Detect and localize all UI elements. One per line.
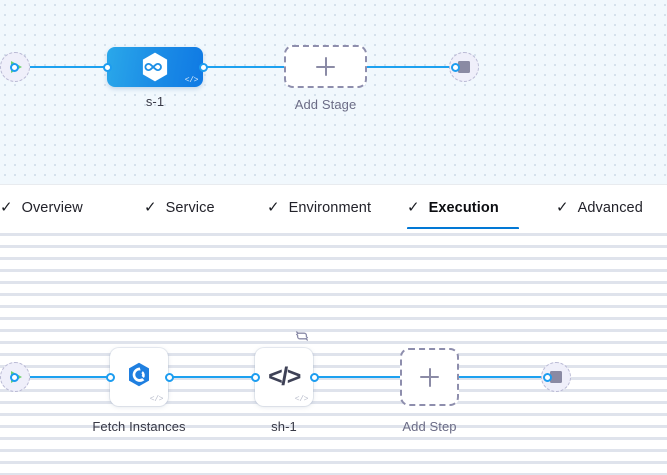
code-icon: </> bbox=[149, 395, 164, 404]
edge-addstage-to-end bbox=[366, 66, 456, 68]
code-icon: </> bbox=[184, 76, 199, 85]
tab-overview[interactable]: ✓ Overview bbox=[0, 185, 84, 230]
fetch-instances-out-port[interactable] bbox=[165, 373, 174, 382]
tab-advanced-label: Advanced bbox=[577, 199, 643, 216]
add-step-button[interactable] bbox=[400, 348, 459, 406]
tab-service[interactable]: ✓ Service bbox=[144, 185, 218, 230]
add-stage-label: Add Stage bbox=[294, 97, 357, 112]
stage-node-label: s-1 bbox=[145, 94, 165, 109]
tab-environment[interactable]: ✓ Environment bbox=[267, 185, 375, 230]
harness-hexagon-icon bbox=[142, 52, 169, 82]
stage-s-1-in-port[interactable] bbox=[103, 63, 112, 72]
execution-step-canvas[interactable]: </> Fetch Instances </> </> sh-1 Add bbox=[0, 229, 667, 475]
check-icon: ✓ bbox=[0, 199, 13, 216]
step-end-port[interactable] bbox=[543, 373, 552, 382]
tab-advanced[interactable]: ✓ Advanced bbox=[556, 185, 656, 230]
step-start-port[interactable] bbox=[10, 373, 19, 382]
tab-environment-label: Environment bbox=[288, 199, 372, 216]
tab-service-label: Service bbox=[165, 199, 215, 216]
check-icon: ✓ bbox=[407, 199, 420, 216]
plus-icon bbox=[420, 367, 439, 387]
edge-start-to-fetch bbox=[22, 376, 114, 378]
step-node-label: Fetch Instances bbox=[92, 419, 186, 434]
step-node-sh-1[interactable]: </> </> bbox=[255, 331, 313, 406]
loop-strategy-icon bbox=[294, 328, 310, 344]
stage-s-1-out-port[interactable] bbox=[199, 63, 208, 72]
add-stage-button[interactable] bbox=[284, 45, 367, 88]
add-step-label: Add Step bbox=[402, 419, 457, 434]
step-node-label: sh-1 bbox=[271, 419, 297, 434]
step-node-fetch-instances[interactable]: </> bbox=[110, 348, 168, 406]
fetch-instances-in-port[interactable] bbox=[106, 373, 115, 382]
stage-end-port[interactable] bbox=[451, 63, 460, 72]
stage-node-s-1[interactable]: </> bbox=[107, 47, 203, 87]
plus-icon bbox=[316, 57, 335, 76]
edge-fetch-to-sh1 bbox=[170, 376, 256, 378]
pipeline-stage-canvas[interactable]: </> s-1 Add Stage bbox=[0, 0, 667, 184]
edge-sh1-to-addstep bbox=[314, 376, 400, 378]
check-icon: ✓ bbox=[267, 199, 280, 216]
edge-stage-to-addstage bbox=[200, 66, 286, 68]
check-icon: ✓ bbox=[144, 199, 157, 216]
sh-1-in-port[interactable] bbox=[251, 373, 260, 382]
stage-config-tabs: ✓ Overview ✓ Service ✓ Environment ✓ Exe… bbox=[0, 184, 667, 230]
stop-icon bbox=[458, 61, 470, 73]
harness-swirl-icon bbox=[126, 362, 152, 393]
stage-start-port[interactable] bbox=[10, 63, 19, 72]
code-icon: </> bbox=[294, 395, 309, 404]
check-icon: ✓ bbox=[556, 199, 569, 216]
stop-icon bbox=[550, 371, 562, 383]
sh-1-out-port[interactable] bbox=[310, 373, 319, 382]
tab-overview-label: Overview bbox=[21, 199, 83, 216]
tab-execution-label: Execution bbox=[428, 199, 499, 216]
edge-start-to-stage bbox=[22, 66, 114, 68]
tab-execution[interactable]: ✓ Execution bbox=[407, 185, 519, 230]
code-brackets-icon: </> bbox=[268, 362, 301, 391]
edge-addstep-to-end bbox=[459, 376, 545, 378]
